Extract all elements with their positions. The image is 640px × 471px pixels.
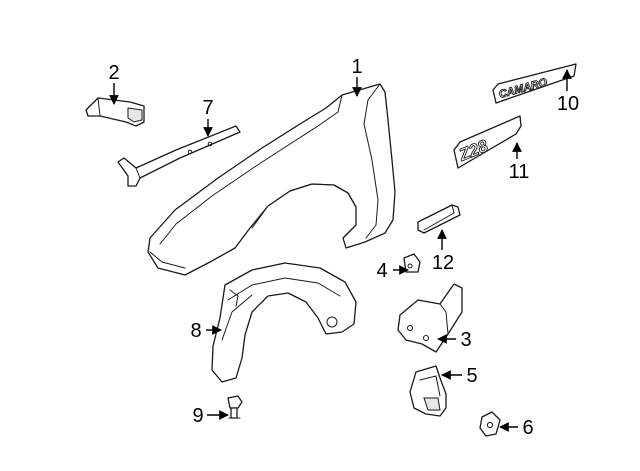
callout-11: 11 xyxy=(509,161,530,183)
support-bracket-part xyxy=(397,283,463,353)
callout-4: 4 xyxy=(376,260,387,282)
callout-5: 5 xyxy=(466,365,477,387)
seal-part xyxy=(409,365,447,417)
callout-2: 2 xyxy=(108,62,119,84)
callout-1: 1 xyxy=(351,56,362,78)
bracket-part xyxy=(85,97,145,127)
brace-part xyxy=(117,125,241,187)
leader-lines xyxy=(109,69,572,432)
callout-12: 12 xyxy=(432,252,454,274)
callout-9: 9 xyxy=(192,405,203,427)
callout-8: 8 xyxy=(190,320,201,342)
molding-part xyxy=(417,204,461,234)
callout-3: 3 xyxy=(460,329,471,351)
callout-10: 10 xyxy=(557,93,579,115)
push-pin-part xyxy=(227,395,243,419)
nut-part xyxy=(479,411,501,437)
callout-7: 7 xyxy=(202,97,213,119)
liner-part xyxy=(211,262,357,383)
callout-labels: 1 2 3 4 5 6 7 8 9 10 11 12 xyxy=(108,56,579,439)
fender-part xyxy=(147,83,396,276)
callout-6: 6 xyxy=(522,417,533,439)
